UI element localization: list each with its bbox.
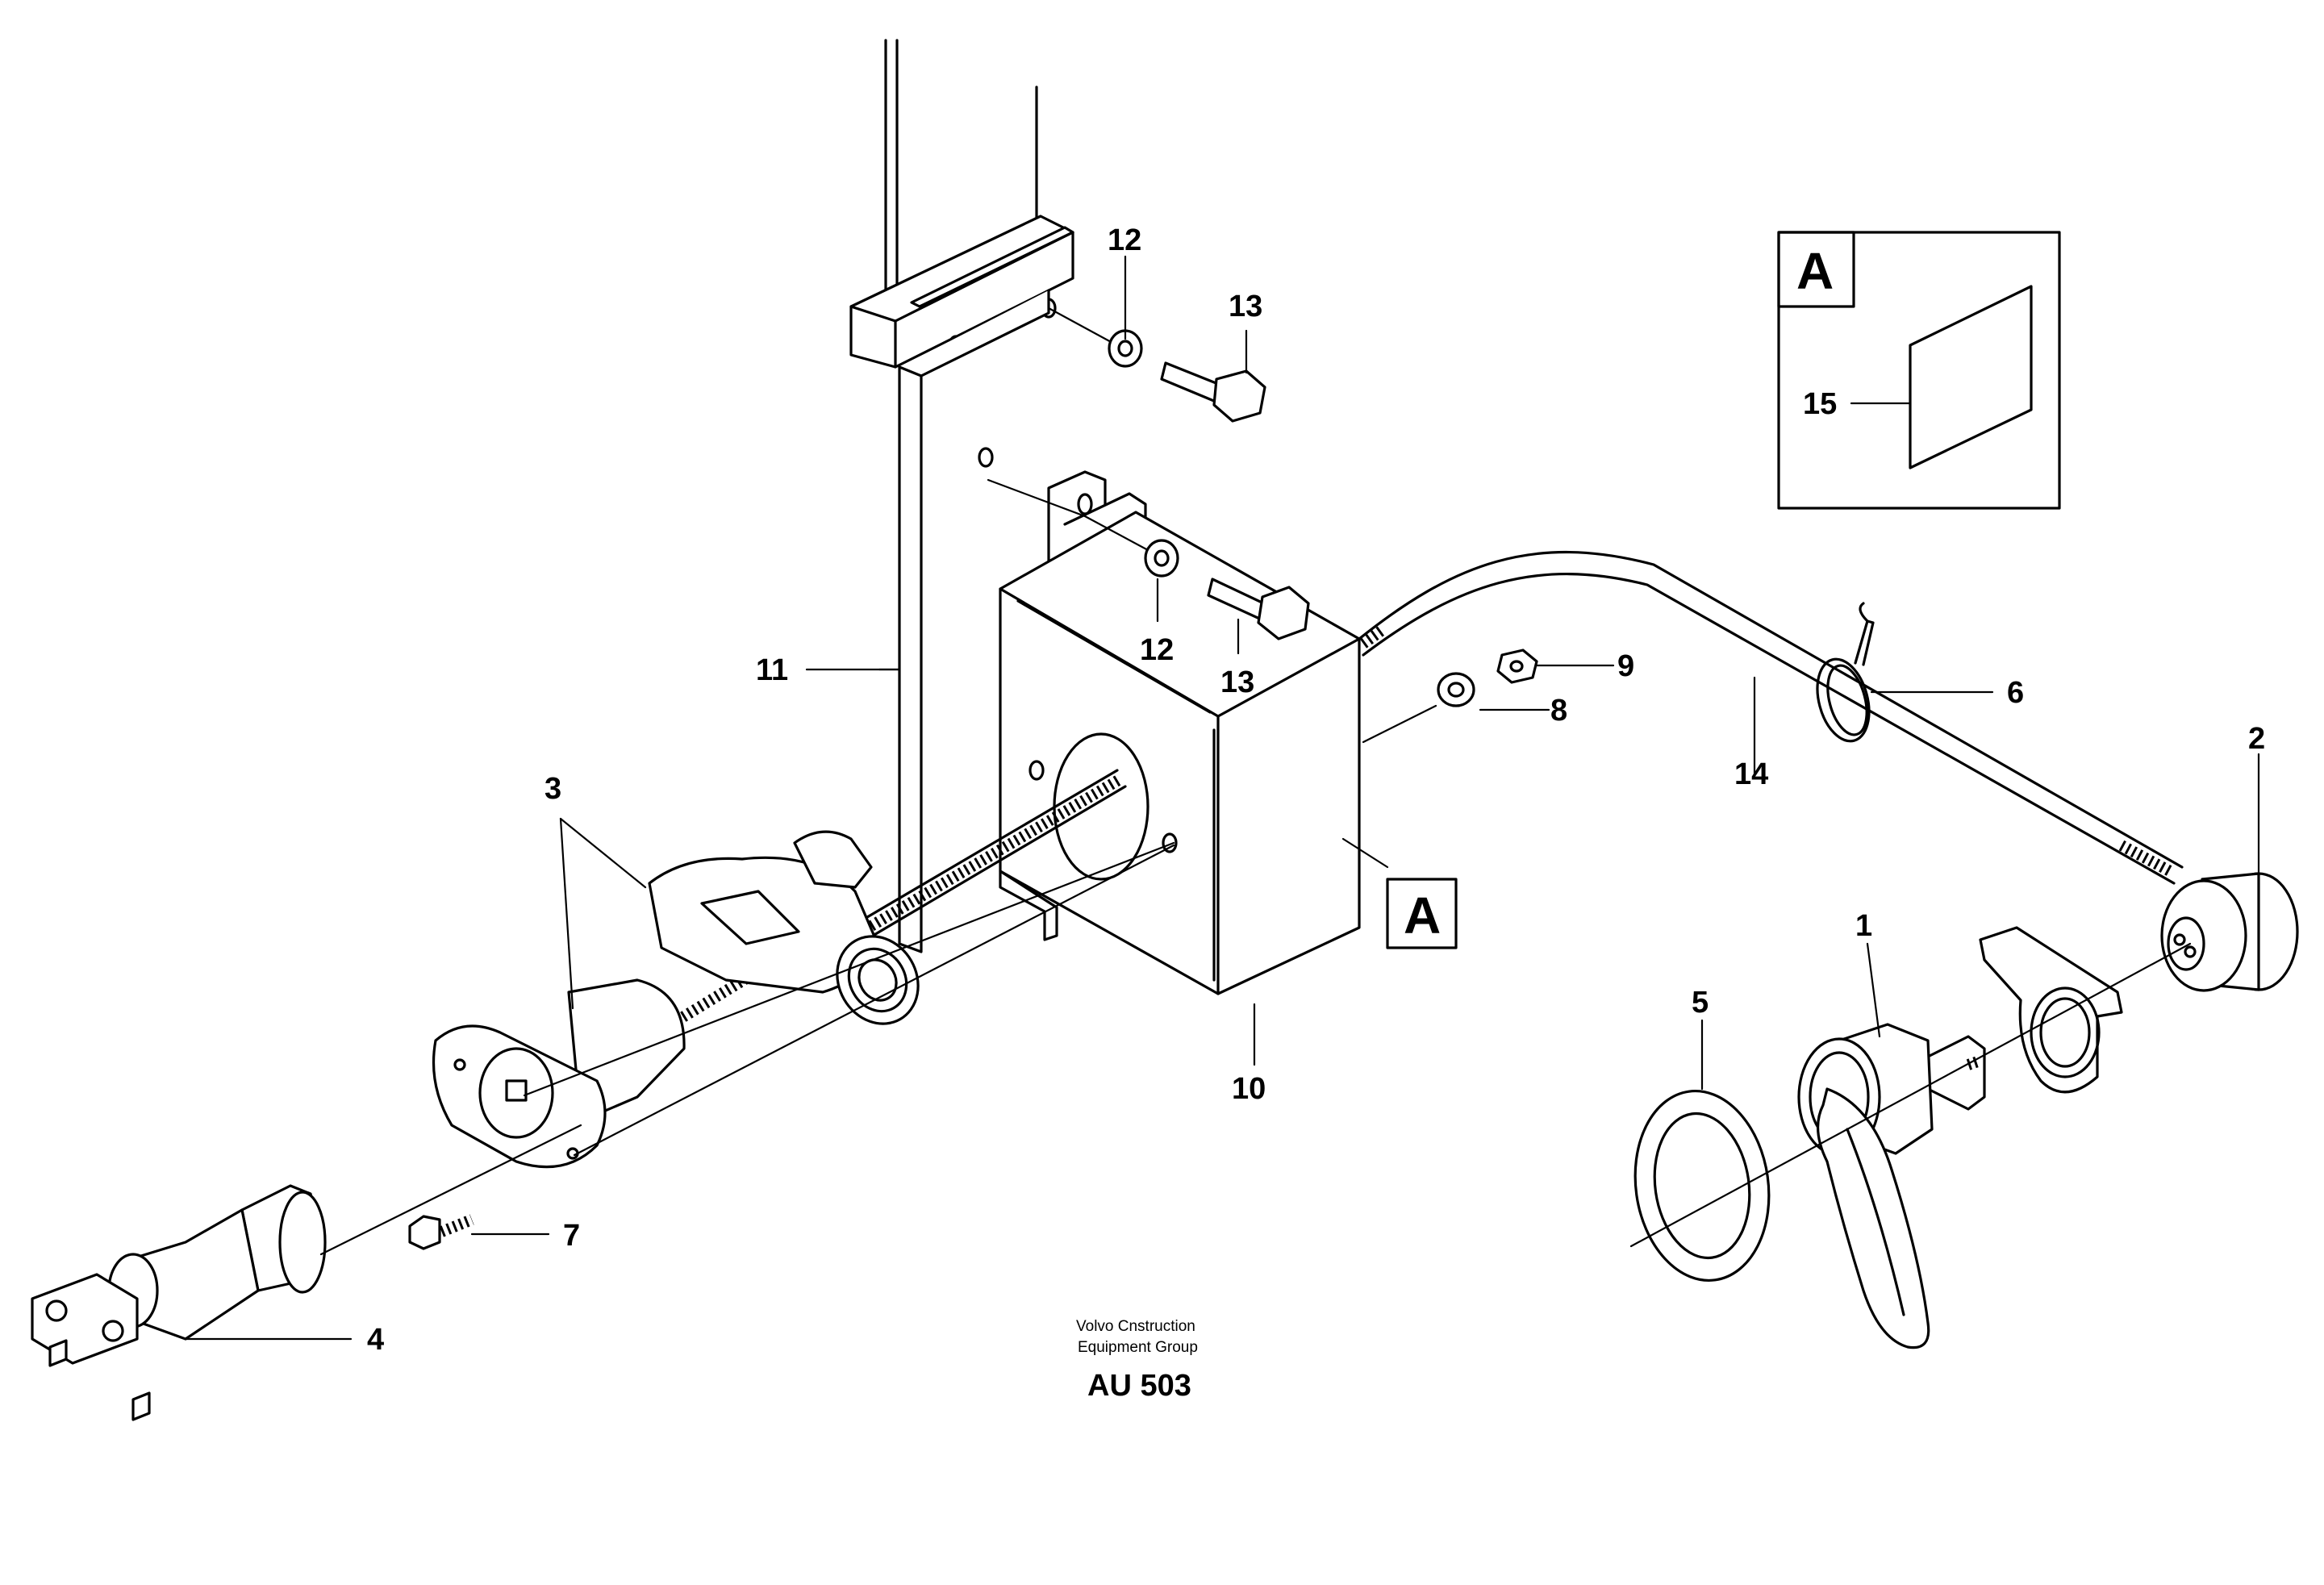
washer-nut [1437, 649, 1538, 707]
label-part-5: 5 [1692, 986, 1709, 1020]
retaining-clip [1979, 926, 2123, 1094]
label-part-6: 6 [2007, 676, 2024, 710]
screw [408, 1214, 474, 1250]
label-part-12-upper: 12 [1108, 223, 1141, 257]
plug-with-flap [648, 830, 920, 1025]
detail-box: A 15 [1777, 231, 2061, 510]
detail-box-letter: A [1796, 242, 1834, 300]
credit-line-1: Volvo Cnstruction [1076, 1318, 1195, 1335]
label-part-10: 10 [1232, 1072, 1266, 1106]
plug-connector [31, 1184, 327, 1421]
label-part-1: 1 [1855, 909, 1872, 943]
label-part-11: 11 [756, 653, 788, 687]
label-part-4: 4 [367, 1323, 384, 1357]
leader-lines [184, 255, 2260, 1341]
label-part-14: 14 [1734, 757, 1768, 791]
label-part-9: 9 [1617, 649, 1634, 683]
view-marker: A [1386, 878, 1458, 949]
cable-tie [1816, 602, 1875, 743]
label-part-2: 2 [2248, 722, 2265, 756]
upper-washer-bolt [1047, 307, 1266, 423]
drawing-code: AU 503 [1087, 1369, 1191, 1403]
cable-end-socket [2160, 872, 2299, 992]
gasket-ring [1633, 1089, 1771, 1283]
hex-fitting-lever [1797, 1023, 1986, 1349]
label-part-13-lower: 13 [1220, 665, 1254, 699]
credit-line-2: Equipment Group [1078, 1339, 1198, 1356]
threaded-rod [674, 769, 1127, 1025]
label-part-15: 15 [1803, 387, 1837, 421]
label-part-3: 3 [544, 772, 561, 806]
label-part-7: 7 [563, 1219, 580, 1253]
flanged-socket [432, 978, 686, 1169]
assembly-lines [319, 478, 2192, 1256]
lower-washer-bolt [1083, 515, 1310, 640]
label-part-13-upper: 13 [1229, 290, 1262, 323]
mounting-bracket [849, 39, 1074, 953]
control-box [999, 511, 1361, 995]
cable [1358, 551, 2184, 885]
decal [1909, 285, 2033, 469]
view-marker-letter: A [1404, 886, 1441, 945]
label-part-12-lower: 12 [1140, 633, 1174, 667]
label-part-8: 8 [1550, 694, 1567, 728]
